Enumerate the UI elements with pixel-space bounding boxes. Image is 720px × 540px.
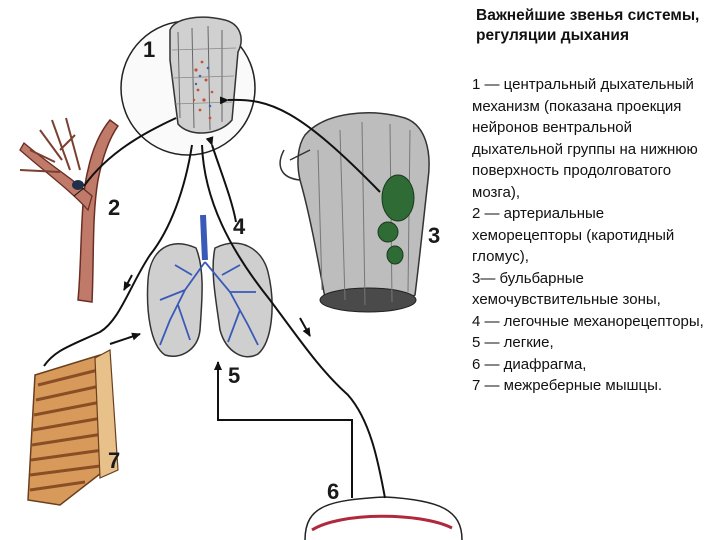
legend-item-4: 4 — легочные механорецепторы, <box>472 311 716 333</box>
carotid-artery <box>20 118 118 302</box>
label-3: 3 <box>428 223 440 248</box>
arrow-to-lungs-ribs <box>110 334 140 344</box>
legend-item-5: 5 — легкие, <box>472 332 716 354</box>
panel-title: Важнейшие звенья системы, регуляции дыха… <box>476 6 716 46</box>
brainstem-chemosensitive <box>280 113 429 312</box>
label-1: 1 <box>143 37 155 62</box>
medulla-brainstem <box>121 17 255 155</box>
label-5: 5 <box>228 363 240 388</box>
label-7: 7 <box>108 448 120 473</box>
lungs <box>148 215 273 357</box>
legend-item-7: 7 — межреберные мышцы. <box>472 375 716 397</box>
legend-list: 1 — центральный дыхательный механизм (по… <box>472 74 716 397</box>
legend-item-2: 2 — артериальные хеморецепторы (каротидн… <box>472 203 716 268</box>
label-2: 2 <box>108 195 120 220</box>
respiratory-regulation-diagram: 1 2 3 4 5 6 7 <box>0 0 470 540</box>
legend-item-1: 1 — центральный дыхательный механизм (по… <box>472 74 716 203</box>
rib-cage <box>28 350 118 505</box>
legend-item-3: 3— бульбарные хемочувствительные зоны, <box>472 268 716 311</box>
label-6: 6 <box>327 479 339 504</box>
caption-panel: Важнейшие звенья системы, регуляции дыха… <box>472 6 716 397</box>
carotid-glomus <box>72 180 84 190</box>
label-4: 4 <box>233 214 246 239</box>
legend-item-6: 6 — диафрагма, <box>472 354 716 376</box>
